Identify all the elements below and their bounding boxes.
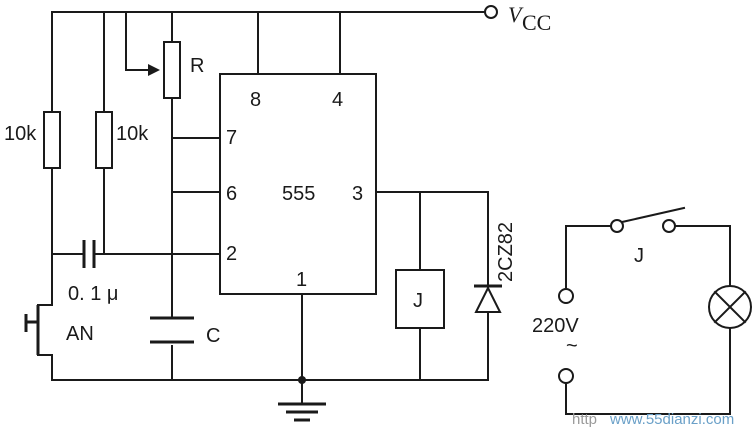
trigger-capacitor-label: 0. 1 μ: [68, 283, 118, 305]
pin-2-label: 2: [226, 243, 237, 265]
trigger-capacitor: [51, 240, 221, 268]
ic-555-body: [219, 73, 377, 295]
pin-6-label: 6: [226, 183, 237, 205]
pin-8-label: 8: [250, 89, 261, 111]
ic-555-label: 555: [282, 183, 315, 205]
ground-wire: [298, 293, 306, 405]
pin7-6-wires: [171, 137, 221, 193]
relay-coil-label: J: [413, 290, 423, 312]
resistor-10k-right-label: 10k: [116, 123, 149, 145]
watermark-site: www.55dianzi.com: [609, 411, 734, 428]
relay-coil: [395, 269, 445, 329]
ac-voltage-label: 220V: [532, 315, 579, 337]
resistor-10k-left-label: 10k: [4, 123, 37, 145]
potentiometer-label: R: [190, 55, 204, 77]
pin-1-label: 1: [296, 269, 307, 291]
pin-7-label: 7: [226, 127, 237, 149]
push-button-label: AN: [66, 323, 94, 345]
relay-switch-label: J: [634, 245, 644, 267]
resistor-10k-left: [43, 111, 61, 169]
vcc-subscript: CC: [522, 10, 551, 35]
relay-switch: [610, 206, 686, 233]
resistor-10k-right: [95, 111, 113, 169]
ac-circuit: [558, 225, 731, 415]
timing-capacitor: [150, 316, 194, 344]
timing-capacitor-label: C: [206, 325, 220, 347]
potentiometer: [125, 11, 181, 381]
pin8-4-wires: [257, 11, 341, 75]
lamp-icon: [708, 285, 752, 329]
vcc-rail: [51, 5, 498, 19]
pin-4-label: 4: [332, 89, 343, 111]
watermark-prefix: http: [572, 411, 597, 428]
diode-label: 2CZ82: [495, 222, 517, 282]
diode: [474, 284, 502, 313]
vcc-label: V: [508, 2, 524, 27]
push-button: [24, 304, 53, 356]
ac-symbol: ~: [566, 335, 578, 357]
ground-symbol: [278, 402, 326, 422]
pin-3-label: 3: [352, 183, 363, 205]
